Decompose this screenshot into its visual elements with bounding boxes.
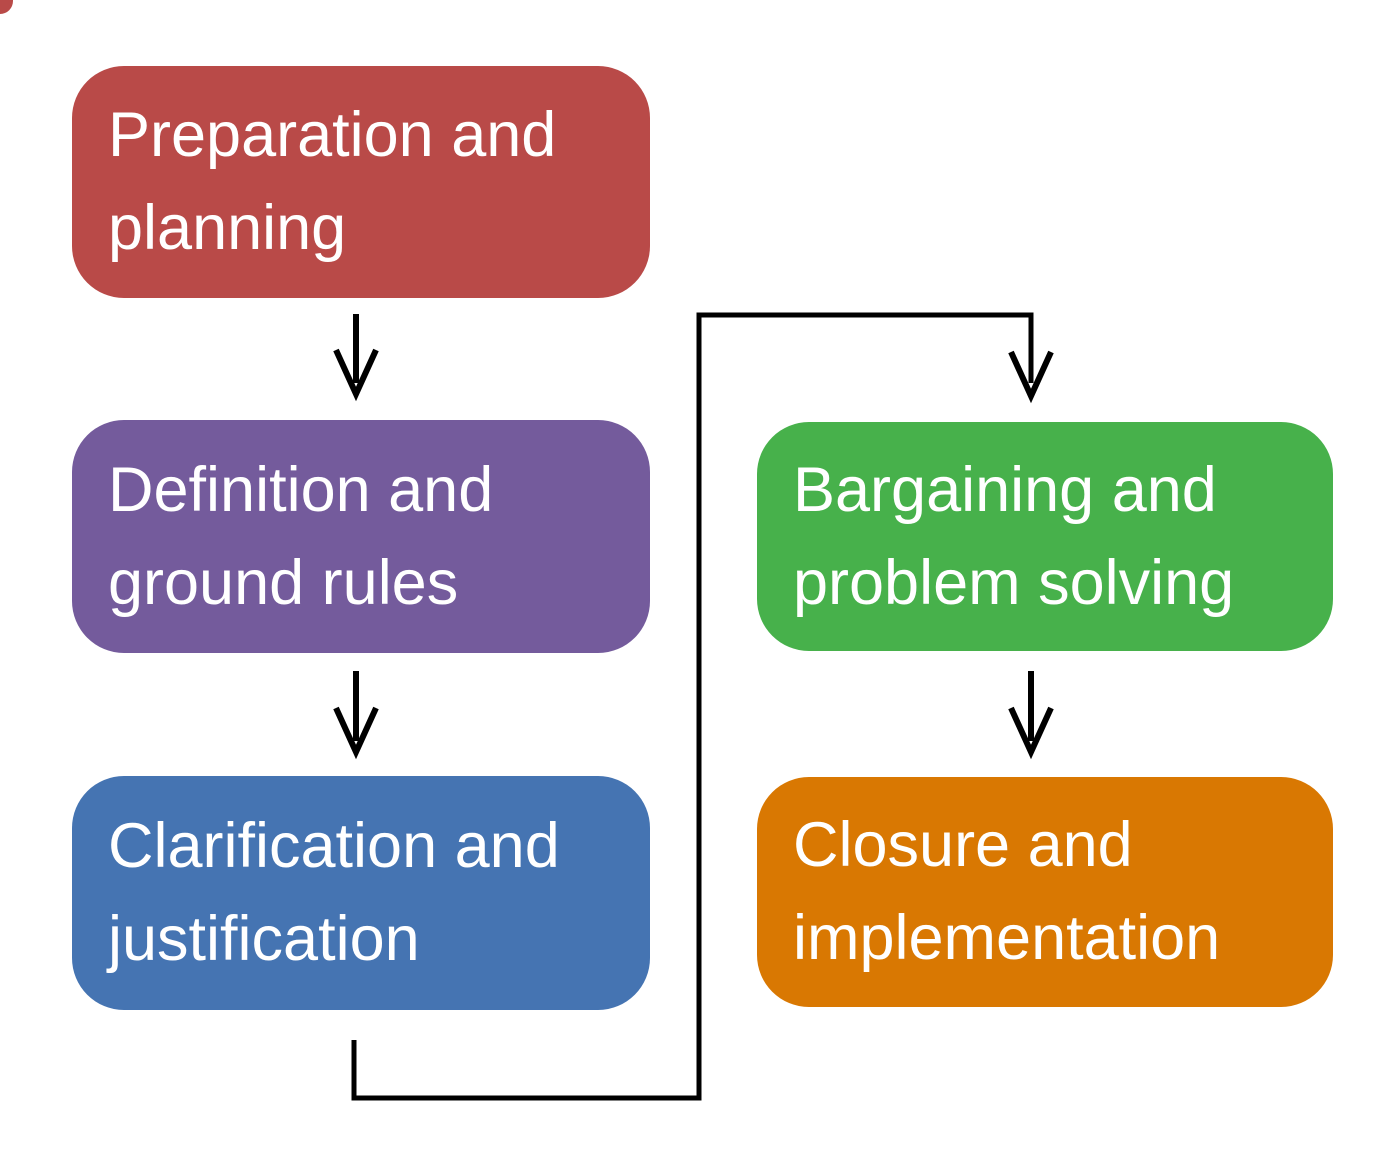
arrow-definition-to-clarification: [333, 671, 379, 760]
node-label: Closure and implementation: [793, 810, 1221, 973]
node-definition-and-ground-rules: Definition and ground rules: [72, 420, 650, 653]
corner-shape-fragment: [0, 0, 13, 14]
arrow-bargaining-to-closure: [1008, 671, 1054, 760]
node-label: Preparation and planning: [108, 100, 557, 263]
arrow-preparation-to-definition: [333, 314, 379, 402]
node-label: Definition and ground rules: [108, 454, 494, 618]
node-clarification-and-justification: Clarification and justification: [72, 776, 650, 1010]
node-preparation-and-planning: Preparation and planning: [72, 66, 650, 298]
node-bargaining-and-problem-solving: Bargaining and problem solving: [757, 422, 1333, 651]
node-closure-and-implementation: Closure and implementation: [757, 777, 1333, 1007]
node-label: Clarification and justification: [108, 811, 560, 974]
node-label: Bargaining and problem solving: [793, 454, 1235, 618]
